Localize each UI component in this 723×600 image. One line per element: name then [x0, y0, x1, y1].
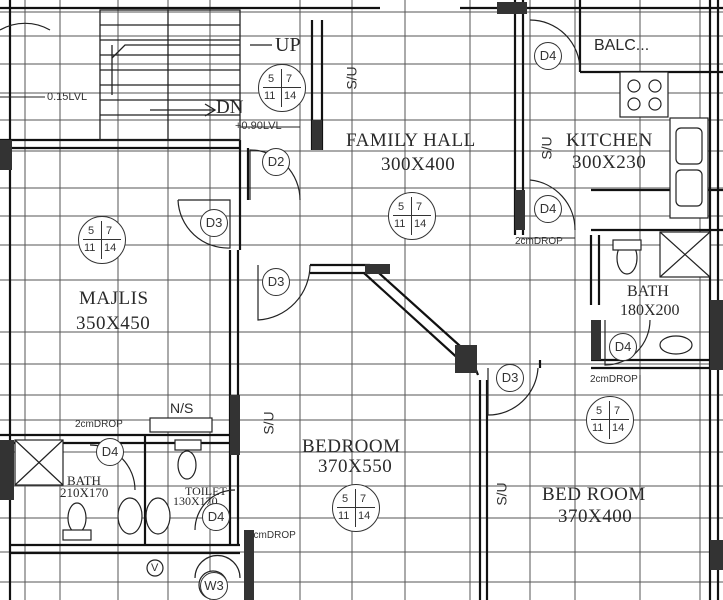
door-tag-d4: D4	[534, 195, 562, 223]
su-marker: S/U	[538, 136, 555, 160]
door-tag-d4: D4	[534, 42, 562, 70]
drop-note: 2cmDROP	[590, 374, 638, 385]
drop-note: 2cmDROP	[515, 236, 563, 247]
room-dim-kitchen: 300X230	[572, 152, 647, 173]
room-dim-bath-1: 180X200	[620, 302, 680, 319]
stair-up-label: UP	[275, 34, 301, 56]
level-label-top: 0.15LVL	[47, 91, 88, 103]
su-marker: S/U	[493, 482, 510, 506]
room-name-toilet: TOILET	[185, 484, 227, 498]
room-dim-family-hall: 300X400	[381, 154, 456, 175]
room-name-bath-1: BATH	[627, 283, 669, 300]
door-tag-d3: D3	[496, 364, 524, 392]
room-dim-bedroom-1: 370X550	[318, 456, 393, 477]
room-name-family-hall: FAMILY HALL	[346, 130, 476, 151]
door-tag-d4: D4	[202, 503, 230, 531]
room-dim-bath-2: 210X170	[60, 485, 109, 500]
door-tag-d4: D4	[609, 333, 637, 361]
su-marker: S/U	[260, 411, 277, 435]
drop-note: 2cmDROP	[248, 530, 296, 541]
door-tag-d4: D4	[96, 438, 124, 466]
level-label-bottom: +0.90LVL	[235, 120, 282, 132]
room-name-bath-2: BATH	[67, 473, 101, 488]
room-name-kitchen: KITCHEN	[566, 130, 653, 151]
staircase	[99, 9, 272, 141]
drop-note: 2cmDROP	[75, 419, 123, 430]
door-tag-d2: D2	[262, 148, 290, 176]
vent-tag: V	[151, 562, 159, 574]
room-name-bedroom-1: BEDROOM	[302, 436, 401, 457]
window-tag-w3: W3	[200, 572, 228, 600]
su-marker: S/U	[343, 66, 360, 90]
ns-note: N/S	[170, 400, 194, 416]
room-dim-majlis: 350X450	[76, 313, 151, 334]
fixtures	[14, 71, 711, 600]
room-name-majlis: MAJLIS	[79, 288, 149, 309]
door-tag-d3: D3	[200, 209, 228, 237]
level-markers	[0, 96, 641, 390]
door-tag-d3: D3	[262, 268, 290, 296]
room-dim-bedroom-2: 370X400	[558, 506, 633, 527]
room-name-balcony: BALC...	[594, 37, 650, 54]
room-dim-toilet: 130X170	[173, 494, 218, 508]
room-name-bedroom-2: BED ROOM	[542, 484, 646, 505]
stair-down-label: DN	[216, 97, 244, 118]
